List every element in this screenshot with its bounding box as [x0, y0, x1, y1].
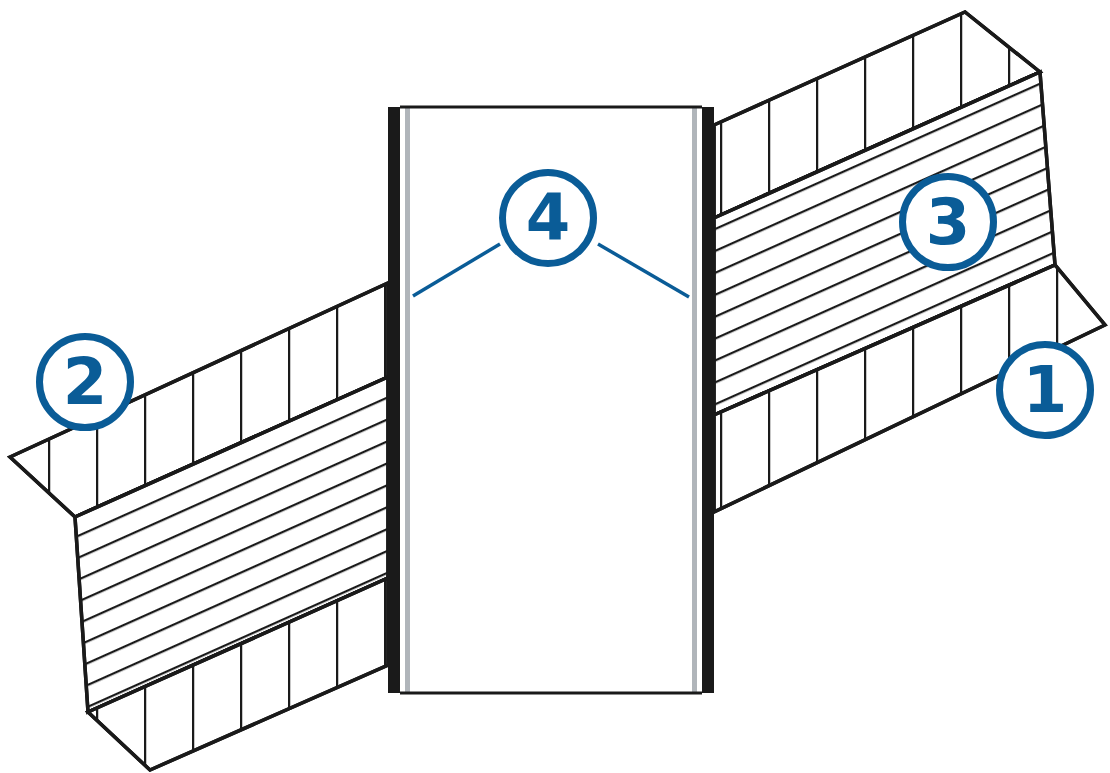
tube	[388, 107, 714, 693]
strap-left	[10, 283, 388, 770]
strap-right	[714, 12, 1105, 512]
callout-number: 4	[499, 169, 597, 267]
callout-number: 2	[36, 333, 134, 431]
callout-number: 1	[996, 341, 1094, 439]
callout-number: 3	[899, 173, 997, 271]
